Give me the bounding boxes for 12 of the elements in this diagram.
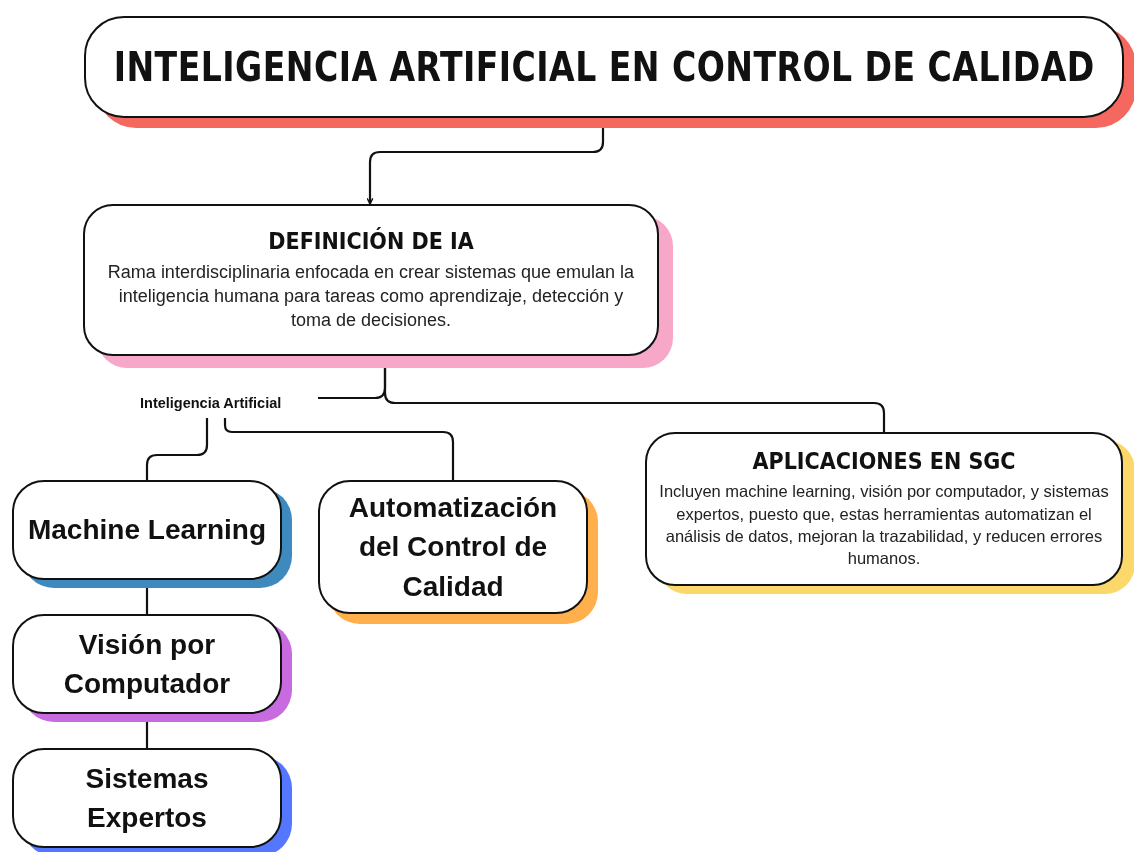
concept-label: Machine Learning [27, 513, 266, 548]
branch-label: Inteligencia Artificial [140, 395, 282, 411]
box-description: Incluyen machine learning, visión por computador, y sistemas expertos, puesto que, estas herramientas automatizan el análisis de datos, mejoran la trazabilidad, y reducen errores humanos. [659, 481, 1109, 570]
connector-line [223, 418, 455, 480]
box-description: Rama interdisciplinaria enfocada en crear sistemas que emulan la inteligencia humana para tareas como aprendizaje, detección y toma de decisiones. [106, 260, 636, 333]
title-text: INTELIGENCIA ARTIFICIAL EN CONTROL DE CALIDAD [113, 44, 1095, 90]
box-heading: APLICACIONES EN SGC [752, 448, 1016, 475]
box-heading: DEFINICIÓN DE IA [268, 227, 474, 254]
concept-label: Sistemas Expertos [84, 761, 210, 835]
concept-label: Automatización del Control de Calidad [347, 491, 559, 604]
connector-line [145, 418, 209, 480]
concept-label: Visión por Computador [62, 627, 232, 701]
